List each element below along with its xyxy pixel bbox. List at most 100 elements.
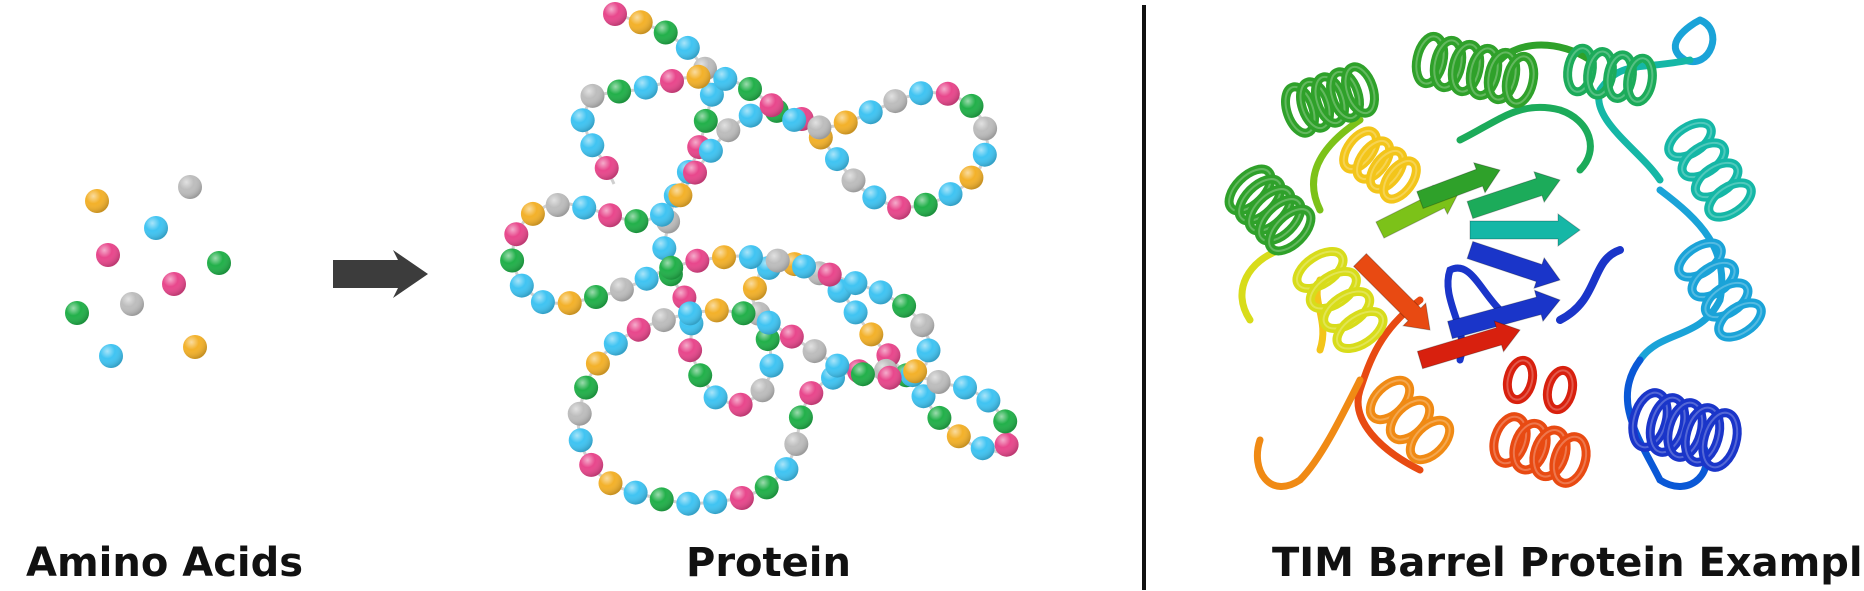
protein-bead bbox=[500, 248, 525, 273]
protein-bead bbox=[970, 436, 995, 461]
coil-loop bbox=[1354, 296, 1424, 474]
protein-bead bbox=[887, 195, 912, 220]
protein-bead bbox=[653, 20, 678, 45]
protein-bead bbox=[509, 273, 534, 298]
amino-acid-bead bbox=[178, 175, 202, 199]
protein-bead bbox=[774, 457, 799, 482]
beta-strand bbox=[1416, 320, 1521, 370]
alpha-helix bbox=[1664, 118, 1756, 222]
protein-bead bbox=[850, 362, 875, 387]
protein-bead bbox=[825, 147, 849, 172]
protein-bead bbox=[883, 89, 908, 114]
protein-bead bbox=[742, 276, 767, 301]
protein-bead bbox=[572, 195, 597, 220]
protein-bead bbox=[668, 183, 693, 208]
protein-bead bbox=[911, 384, 936, 409]
protein-bead bbox=[738, 103, 763, 128]
protein-bead bbox=[858, 100, 883, 125]
protein-bead bbox=[603, 331, 628, 356]
protein-bead bbox=[728, 392, 753, 417]
protein-bead bbox=[633, 75, 658, 100]
protein-bead bbox=[859, 322, 884, 347]
protein-bead bbox=[972, 142, 997, 167]
tim-barrel-ribbon-image bbox=[1224, 16, 1766, 490]
protein-bead bbox=[738, 77, 762, 101]
protein-bead bbox=[916, 338, 941, 363]
protein-bead bbox=[738, 245, 763, 270]
protein-bead bbox=[731, 301, 756, 326]
protein-bead bbox=[570, 108, 595, 133]
coil-loop bbox=[1556, 246, 1624, 324]
protein-bead bbox=[754, 475, 779, 500]
protein-bead bbox=[802, 339, 827, 364]
amino-acid-bead bbox=[207, 251, 231, 275]
protein-bead bbox=[973, 116, 998, 141]
protein-bead bbox=[825, 353, 850, 378]
right-arrow-icon bbox=[333, 250, 428, 298]
protein-bead bbox=[698, 138, 723, 163]
protein-bead bbox=[716, 118, 741, 143]
protein-bead bbox=[909, 81, 933, 106]
protein-bead bbox=[520, 201, 545, 226]
amino-acid-bead bbox=[144, 216, 168, 240]
protein-bead bbox=[994, 432, 1019, 457]
alpha-helix bbox=[1281, 62, 1379, 138]
tim-barrel-label: TIM Barrel Protein Example bbox=[1272, 540, 1864, 586]
protein-bead bbox=[903, 359, 928, 384]
protein-bead bbox=[650, 202, 674, 227]
protein-bead bbox=[659, 255, 684, 280]
amino-acid-bead bbox=[85, 189, 109, 213]
protein-bead bbox=[609, 277, 634, 302]
protein-bead bbox=[634, 266, 659, 291]
alpha-helix bbox=[1365, 375, 1455, 465]
beta-strand bbox=[1416, 161, 1501, 210]
protein-bead bbox=[833, 110, 858, 135]
protein-bead bbox=[926, 370, 951, 394]
protein-bead bbox=[788, 405, 813, 430]
protein-bead bbox=[693, 108, 718, 133]
protein-bead bbox=[676, 491, 701, 516]
alpha-helix bbox=[1674, 238, 1766, 342]
alpha-helix bbox=[1489, 412, 1591, 488]
alpha-helix bbox=[1502, 355, 1578, 415]
coil-loop bbox=[1456, 103, 1594, 174]
protein-bead bbox=[946, 424, 971, 449]
protein-bead bbox=[683, 160, 707, 185]
protein-bead bbox=[584, 285, 608, 309]
alpha-helix bbox=[1411, 31, 1539, 109]
coil-loop bbox=[1623, 356, 1710, 490]
protein-bead bbox=[567, 401, 592, 426]
protein-bead bbox=[678, 338, 703, 363]
coil-loop bbox=[1310, 116, 1364, 214]
protein-bead bbox=[704, 298, 729, 323]
protein-bead bbox=[699, 82, 724, 107]
protein-bead bbox=[545, 193, 570, 217]
protein-bead bbox=[799, 381, 824, 406]
alpha-helix bbox=[1628, 388, 1742, 472]
protein-bead bbox=[953, 375, 977, 400]
protein-bead bbox=[729, 486, 754, 510]
protein-bead bbox=[580, 83, 605, 108]
alpha-helix bbox=[1563, 43, 1657, 107]
protein-bead bbox=[594, 156, 619, 180]
amino-acid-bead bbox=[120, 292, 144, 316]
protein-bead bbox=[703, 385, 728, 410]
protein-bead bbox=[993, 409, 1018, 434]
protein-bead bbox=[750, 378, 775, 403]
amino-acids-label: Amino Acids bbox=[26, 540, 304, 586]
protein-bead bbox=[703, 490, 728, 515]
amino-acid-bead bbox=[99, 344, 123, 368]
protein-label: Protein bbox=[686, 540, 851, 586]
coil-loop bbox=[1253, 376, 1364, 490]
amino-acid-bead bbox=[183, 335, 207, 359]
protein-bead bbox=[841, 168, 866, 193]
protein-bead bbox=[652, 236, 677, 261]
amino-acids-cluster bbox=[65, 175, 231, 368]
protein-bead bbox=[626, 317, 651, 342]
protein-bead bbox=[877, 365, 902, 390]
amino-acid-bead bbox=[96, 243, 120, 267]
protein-bead bbox=[686, 64, 711, 89]
protein-bead bbox=[649, 487, 674, 512]
protein-bead bbox=[580, 133, 605, 158]
